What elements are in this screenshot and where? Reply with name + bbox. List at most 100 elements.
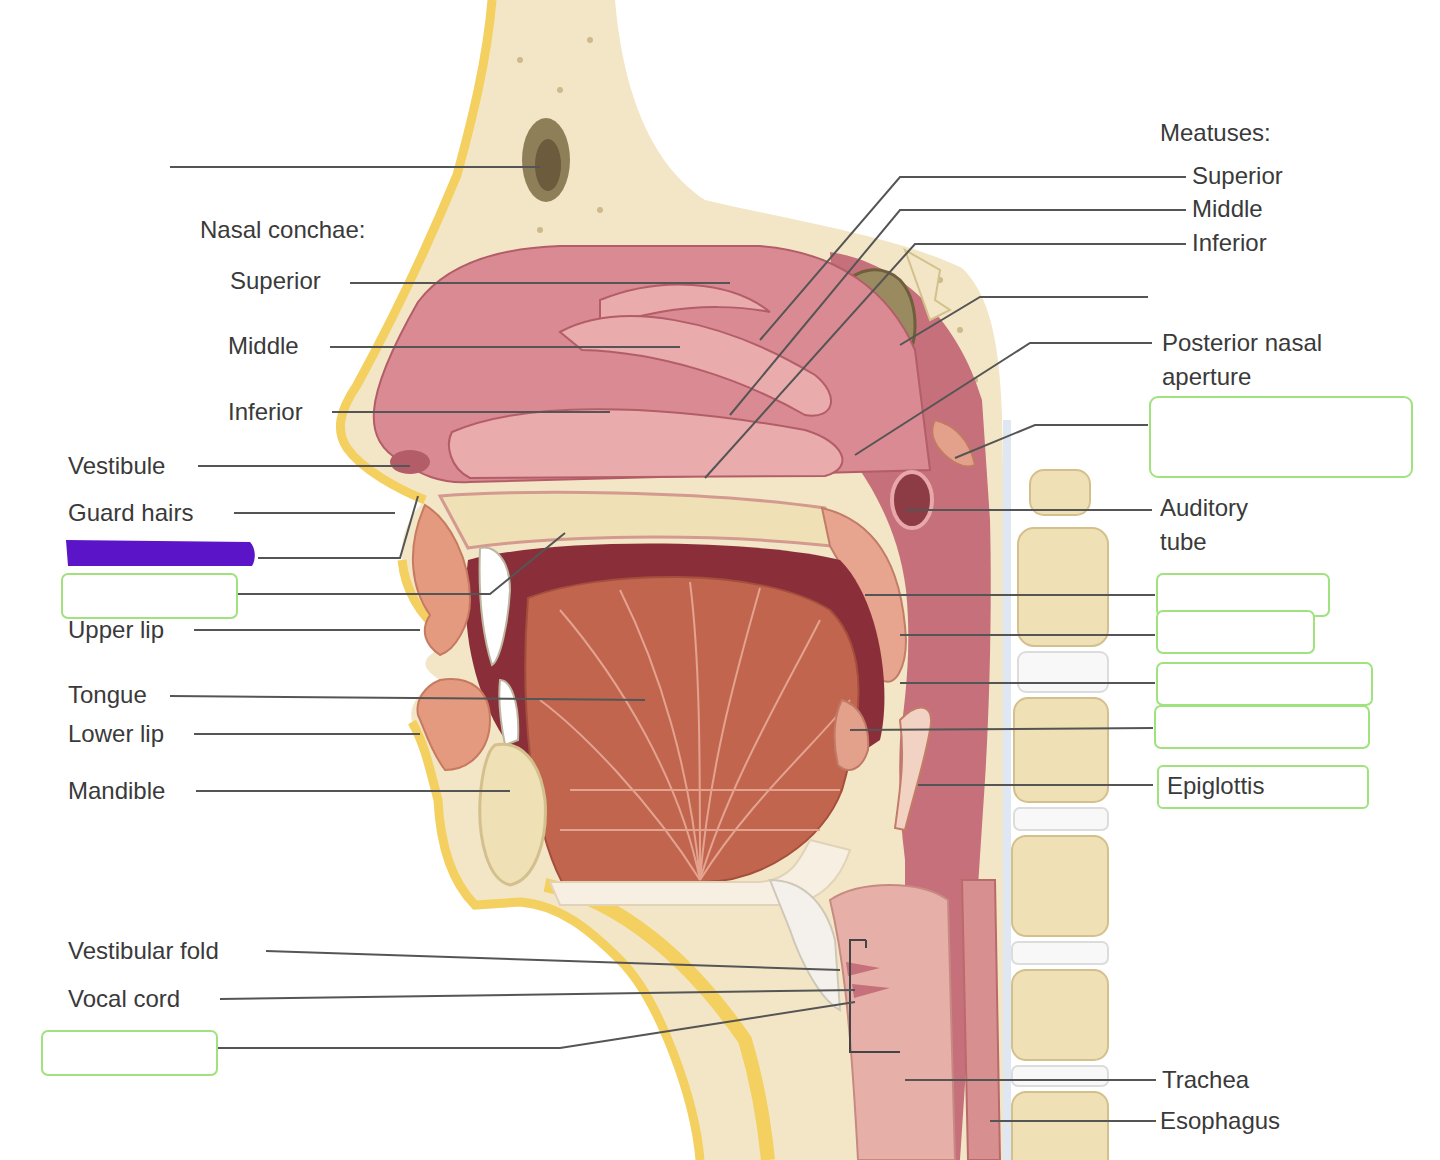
pharyngeal-tonsil [932, 420, 975, 467]
answer-box [42, 1031, 217, 1075]
intervertebral-disc [1012, 1066, 1108, 1086]
part-label: Lower lip [68, 717, 164, 751]
tongue-fibres [540, 582, 850, 880]
hard-palate [440, 492, 832, 548]
illustration-part [196, 790, 510, 792]
head-section [338, 0, 1003, 1160]
answer-box [62, 574, 237, 618]
epiglottis [895, 708, 931, 830]
larynx-bracket [850, 940, 900, 1052]
answer-box [1150, 397, 1412, 477]
illustration-part [918, 784, 1153, 786]
illustration-part [234, 512, 395, 514]
intervertebral-disc [1014, 808, 1108, 830]
illustration-part [760, 177, 1186, 340]
illustration-part [170, 696, 645, 700]
tongue [525, 577, 858, 882]
larynx-trachea [830, 885, 955, 1160]
part-label: Inferior [228, 395, 303, 429]
part-label: Inferior [1192, 226, 1267, 260]
illustration-part [560, 829, 820, 831]
part-label: Auditory tube [1160, 491, 1280, 559]
illustration-part [170, 166, 540, 168]
leader-lines [170, 167, 1186, 1121]
illustration-part [850, 728, 1153, 730]
part-label: Epiglottis [1159, 767, 1367, 805]
answer-box [1155, 706, 1369, 748]
part-label: Superior [230, 264, 321, 298]
illustration-part [597, 207, 603, 213]
part-label: Vestibular fold [68, 934, 219, 968]
illustration-part [350, 282, 730, 284]
vestibular-fold [846, 962, 880, 976]
illustration-part [557, 87, 563, 93]
nostril [390, 450, 430, 474]
illustration-part [905, 1079, 1156, 1081]
answer-box [1157, 611, 1314, 653]
lingual-tonsil [835, 700, 869, 770]
illustration-part [730, 210, 1186, 415]
part-label: Superior [1192, 159, 1283, 193]
vertebra [1018, 528, 1108, 646]
illustration-part [194, 733, 420, 735]
part-label: Middle [228, 329, 299, 363]
vertebra [1012, 836, 1108, 936]
illustration-part [330, 346, 680, 348]
upper-incisor [480, 548, 510, 665]
part-label: Middle [1192, 192, 1263, 226]
illustration-part [705, 244, 1186, 478]
illustration-part [218, 1002, 855, 1048]
vertebral-column [1003, 420, 1108, 1160]
illustration-part [700, 620, 820, 880]
illustration-part [194, 629, 420, 631]
illustration-part [957, 327, 963, 333]
illustration-part [332, 411, 610, 413]
answer-box [1157, 663, 1372, 705]
answer-box: Epiglottis [1157, 765, 1369, 809]
illustration-part [560, 610, 700, 880]
intervertebral-disc [1012, 942, 1108, 964]
illustration-part [237, 533, 565, 594]
illustration-part [990, 1120, 1156, 1122]
lower-incisor [499, 680, 518, 745]
illustration-part [258, 496, 418, 558]
vertebra [1012, 970, 1108, 1060]
part-label: Meatuses: [1160, 116, 1271, 150]
part-label: Mandible [68, 774, 165, 808]
answer-box [1157, 574, 1329, 616]
illustration-part [517, 57, 523, 63]
illustration-part [220, 990, 855, 999]
vertebra [1012, 1092, 1108, 1160]
head-tissue [338, 0, 1003, 1160]
illustration-part [900, 682, 1155, 684]
lower-lip [417, 679, 490, 770]
part-label: Upper lip [68, 613, 164, 647]
illustration-part [690, 582, 700, 880]
illustration-part [537, 227, 543, 233]
illustration-part [620, 590, 700, 880]
vertebra [1014, 698, 1108, 802]
illustration-part [266, 951, 840, 970]
nasal-cavity [374, 246, 930, 482]
illustration-part [905, 509, 1152, 511]
illustration-part [587, 37, 593, 43]
frontal-sinus [522, 118, 570, 202]
middle-concha [560, 316, 831, 415]
illustration-part [865, 594, 1155, 596]
sphenoid-bone [905, 250, 950, 320]
vocal-fold [852, 984, 890, 998]
part-label: Vestibule [68, 449, 165, 483]
part-label: Esophagus [1160, 1104, 1280, 1138]
auditory-tube-opening [892, 472, 932, 528]
neck-fat [545, 885, 768, 1160]
answer-boxes [42, 397, 1412, 1075]
part-label: Trachea [1162, 1063, 1249, 1097]
upper-lip [413, 505, 470, 655]
illustration-part [900, 297, 1148, 345]
mandible [480, 744, 546, 885]
inferior-concha [449, 409, 842, 478]
vertebra [1030, 470, 1090, 515]
illustration-part [955, 425, 1148, 458]
illustration-part [570, 789, 840, 791]
esophagus [962, 880, 1000, 1160]
